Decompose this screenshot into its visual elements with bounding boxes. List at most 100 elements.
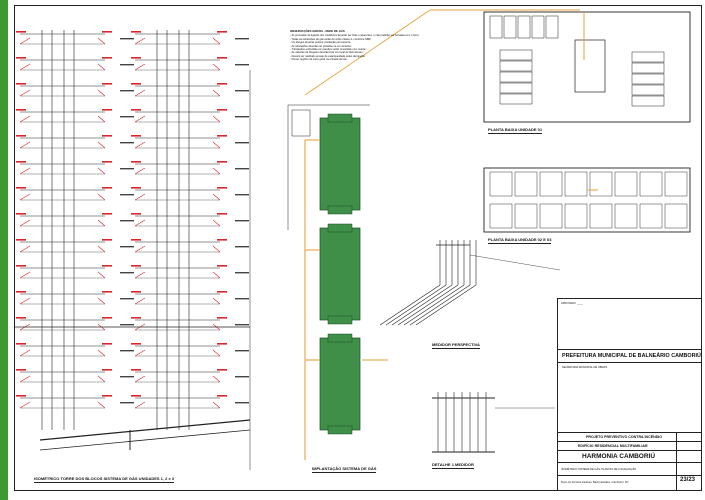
floor-label-mark — [16, 265, 26, 267]
apartment-label-mark — [120, 350, 134, 352]
riser-tick — [19, 245, 31, 253]
apartment-label-mark — [235, 272, 249, 274]
building-row: EDIFÍCIO RESIDENCIAL MULTIFAMILIAR — [558, 442, 701, 451]
riser-tick — [134, 271, 146, 279]
floor-label-mark — [102, 135, 112, 137]
building-core — [327, 333, 353, 343]
floor-label-mark — [131, 239, 141, 241]
note-line: - Tubulações embutidas em paredes serão … — [290, 48, 366, 52]
note-line: - Prever registro de corte geral na entr… — [290, 58, 348, 62]
floor-label-mark — [217, 187, 227, 189]
notes-heading: OBSERVAÇÕES GERAIS - REDE DE GÁS — [290, 29, 345, 33]
sheet-number-cell: 23/23 — [676, 433, 702, 490]
floor-label-mark — [131, 317, 141, 319]
address-row: Rua Luiz Ferreira Cardoso, Bairro Estado… — [558, 476, 701, 490]
floor-label-mark — [16, 187, 26, 189]
parking-stall — [499, 93, 533, 105]
apartment-label-mark — [120, 64, 134, 66]
floor-label-mark — [16, 83, 26, 85]
parking-stall — [631, 62, 665, 74]
room — [514, 203, 538, 229]
floor-label-mark — [217, 213, 227, 215]
apartment-label-mark — [120, 220, 134, 222]
riser-tick — [134, 115, 146, 123]
room — [539, 203, 563, 229]
apartment-label-mark — [120, 246, 134, 248]
floor-label-mark — [131, 369, 141, 371]
riser-tick — [97, 219, 106, 227]
floor-label-mark — [217, 265, 227, 267]
apartment-label-mark — [235, 246, 249, 248]
apartment-label-mark — [235, 64, 249, 66]
floor-label-mark — [102, 369, 112, 371]
floor-label-mark — [217, 317, 227, 319]
general-notes: OBSERVAÇÕES GERAIS - REDE DE GÁS - As pr… — [290, 29, 478, 62]
room — [489, 203, 513, 229]
riser-tick — [97, 193, 106, 201]
building-block — [319, 227, 361, 321]
parking-stall — [499, 71, 533, 83]
main-distribution-pipe — [39, 429, 251, 451]
riser-tick — [97, 349, 106, 357]
riser-tick — [97, 89, 106, 97]
site-implantation — [287, 9, 580, 460]
riser-tick — [19, 193, 31, 201]
apartment-label-mark — [120, 324, 134, 326]
floor-label-mark — [217, 239, 227, 241]
meter-pipe-run — [379, 284, 441, 326]
riser-tick — [19, 63, 31, 71]
floor-label-mark — [16, 135, 26, 137]
riser-tick — [212, 349, 221, 357]
apartment-label-mark — [235, 194, 249, 196]
riser-tick — [212, 89, 221, 97]
riser-tick — [97, 167, 106, 175]
building-block — [319, 117, 361, 211]
riser-tick — [134, 245, 146, 253]
floor-label-mark — [131, 291, 141, 293]
caption-implantation: IMPLANTAÇÃO SISTEMA DE GÁS — [312, 466, 377, 473]
riser-tick — [212, 167, 221, 175]
sheet-content: ISOMÉTRICO SISTEMA DE GÁS, PLANTAS DE LO… — [561, 468, 637, 471]
floor-label-mark — [102, 161, 112, 163]
floor-label-mark — [217, 161, 227, 163]
riser-tick — [134, 349, 146, 357]
apartment-label-mark — [235, 350, 249, 352]
riser-tick — [19, 219, 31, 227]
riser-tick — [19, 271, 31, 279]
floor-label-mark — [16, 291, 26, 293]
floor-label-mark — [102, 31, 112, 33]
meter-shelter — [291, 109, 311, 137]
sheet-border-strip — [0, 0, 8, 500]
riser-tick — [212, 245, 221, 253]
floor-label-mark — [131, 343, 141, 345]
meter-perspective — [379, 240, 561, 453]
riser-tick — [19, 115, 31, 123]
apartment-label-mark — [235, 90, 249, 92]
apartment-label-mark — [120, 168, 134, 170]
meter-pipe-run — [415, 284, 477, 326]
room — [589, 171, 613, 197]
apartment-label-mark — [235, 402, 249, 404]
floor-label-mark — [131, 83, 141, 85]
caption-isometric: ISOMÉTRICO TORRE DOS BLOCOS SISTEMA DE G… — [34, 476, 175, 483]
riser-tick — [19, 89, 31, 97]
riser-tick — [97, 245, 106, 253]
floor-label-mark — [217, 135, 227, 137]
floor-label-mark — [131, 57, 141, 59]
room — [639, 203, 663, 229]
building-core — [327, 113, 353, 123]
floor-label-mark — [217, 395, 227, 397]
floor-label-mark — [102, 57, 112, 59]
floor-label-mark — [217, 83, 227, 85]
riser-tick — [212, 115, 221, 123]
floor-label-mark — [16, 395, 26, 397]
room — [614, 203, 638, 229]
floor-plan-1-outline — [483, 11, 691, 123]
riser-tick — [19, 37, 31, 45]
approval-note: APROVADO: ____ — [561, 302, 583, 305]
project-type: PROJETO PREVENTIVO CONTRA INCÊNDIO — [586, 435, 663, 439]
room — [664, 171, 688, 197]
apartment-label-mark — [120, 272, 134, 274]
